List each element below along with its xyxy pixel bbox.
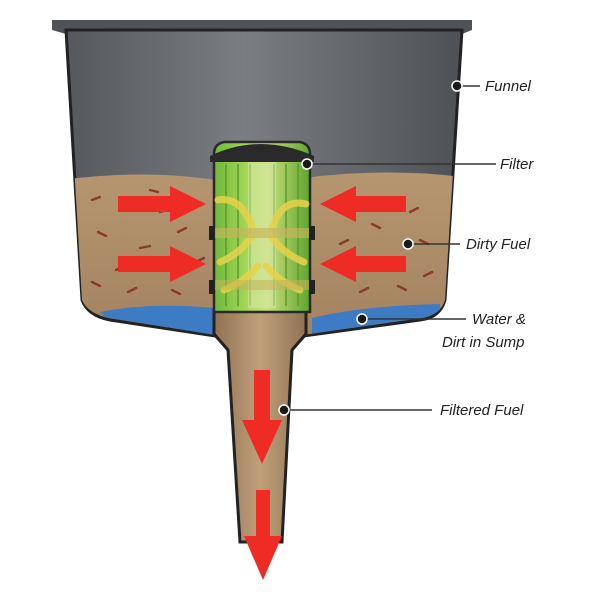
leader-dot — [451, 80, 463, 92]
leader-dot — [301, 158, 313, 170]
filter — [209, 140, 315, 314]
dirty-fuel-label: Dirty Fuel — [466, 236, 531, 253]
leader-dot — [278, 404, 290, 416]
filter-label: Filter — [500, 156, 534, 173]
water-sump — [100, 305, 215, 336]
red-flow-arrow — [244, 490, 282, 580]
water-dirt-label-line2: Dirt in Sump — [442, 334, 525, 351]
leader-dots — [278, 80, 463, 416]
red-flow-arrow — [118, 186, 206, 222]
water-sump-right — [312, 304, 440, 336]
red-flow-arrow — [118, 246, 206, 282]
funnel-label: Funnel — [485, 78, 532, 95]
leader-dot — [356, 313, 368, 325]
filtered-fuel-label: Filtered Fuel — [440, 402, 524, 419]
red-flow-arrow — [320, 246, 406, 282]
red-flow-arrow — [242, 370, 282, 464]
red-flow-arrow — [320, 186, 406, 222]
flow-arrows — [118, 186, 406, 580]
filter-cap — [210, 144, 314, 162]
leader-lines — [284, 85, 496, 411]
filter-band-1 — [212, 228, 312, 238]
water-dirt-label-line1: Water & — [472, 311, 526, 328]
filter-band-2 — [212, 280, 312, 290]
leader-dot — [402, 238, 414, 250]
